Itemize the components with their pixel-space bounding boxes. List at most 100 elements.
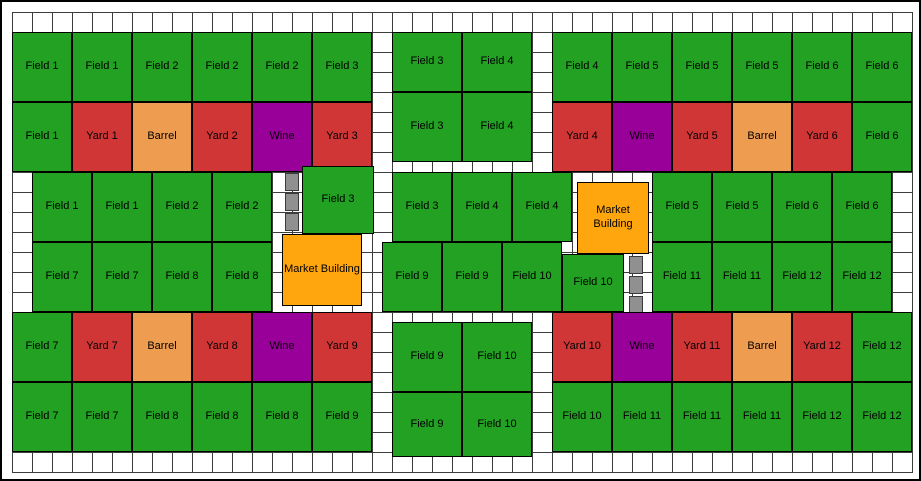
tile-field-8[interactable]: Field 8 — [252, 382, 312, 452]
tile-field-2[interactable]: Field 2 — [252, 32, 312, 102]
tile-field-11[interactable]: Field 11 — [672, 382, 732, 452]
tile-yard-1[interactable]: Yard 1 — [72, 102, 132, 172]
tile-market-building[interactable]: Market Building — [282, 234, 362, 306]
tile-field-10[interactable]: Field 10 — [462, 392, 532, 457]
tile-connector[interactable] — [285, 173, 299, 191]
tile-field-7[interactable]: Field 7 — [92, 242, 152, 312]
tile-wine[interactable]: Wine — [252, 102, 312, 172]
tile-label: Yard 8 — [206, 340, 238, 353]
tile-label: Wine — [269, 340, 295, 353]
tile-yard-4[interactable]: Yard 4 — [552, 102, 612, 172]
tile-barrel[interactable]: Barrel — [132, 102, 192, 172]
tile-field-12[interactable]: Field 12 — [832, 242, 892, 312]
tile-field-10[interactable]: Field 10 — [552, 382, 612, 452]
tile-yard-11[interactable]: Yard 11 — [672, 312, 732, 382]
tile-label: Yard 12 — [803, 340, 841, 353]
tile-label: Field 7 — [85, 410, 119, 423]
tile-barrel[interactable]: Barrel — [132, 312, 192, 382]
tile-field-5[interactable]: Field 5 — [732, 32, 792, 102]
tile-field-5[interactable]: Field 5 — [652, 172, 712, 242]
tile-field-4[interactable]: Field 4 — [512, 172, 572, 242]
tile-field-1[interactable]: Field 1 — [92, 172, 152, 242]
tile-field-10[interactable]: Field 10 — [502, 242, 562, 312]
tile-field-12[interactable]: Field 12 — [772, 242, 832, 312]
tile-connector[interactable] — [285, 193, 299, 211]
tile-yard-12[interactable]: Yard 12 — [792, 312, 852, 382]
tile-wine[interactable]: Wine — [612, 102, 672, 172]
tile-field-7[interactable]: Field 7 — [72, 382, 132, 452]
tile-field-4[interactable]: Field 4 — [462, 32, 532, 92]
tile-field-11[interactable]: Field 11 — [612, 382, 672, 452]
tile-yard-9[interactable]: Yard 9 — [312, 312, 372, 382]
tile-field-4[interactable]: Field 4 — [552, 32, 612, 102]
tile-wine[interactable]: Wine — [612, 312, 672, 382]
tile-yard-6[interactable]: Yard 6 — [792, 102, 852, 172]
tile-field-11[interactable]: Field 11 — [712, 242, 772, 312]
tile-field-10[interactable]: Field 10 — [562, 254, 624, 312]
tile-field-9[interactable]: Field 9 — [392, 392, 462, 457]
tile-field-1[interactable]: Field 1 — [12, 102, 72, 172]
tile-field-8[interactable]: Field 8 — [152, 242, 212, 312]
tile-field-8[interactable]: Field 8 — [212, 242, 272, 312]
tile-field-11[interactable]: Field 11 — [732, 382, 792, 452]
tile-label: Market Building — [284, 263, 360, 276]
tile-yard-7[interactable]: Yard 7 — [72, 312, 132, 382]
tile-field-2[interactable]: Field 2 — [132, 32, 192, 102]
tile-field-9[interactable]: Field 9 — [312, 382, 372, 452]
tile-connector[interactable] — [629, 256, 643, 274]
tile-barrel[interactable]: Barrel — [732, 312, 792, 382]
tile-field-9[interactable]: Field 9 — [382, 242, 442, 312]
tile-yard-10[interactable]: Yard 10 — [552, 312, 612, 382]
tile-field-4[interactable]: Field 4 — [462, 92, 532, 162]
tile-field-2[interactable]: Field 2 — [152, 172, 212, 242]
tile-field-2[interactable]: Field 2 — [212, 172, 272, 242]
tile-field-1[interactable]: Field 1 — [12, 32, 72, 102]
tile-field-3[interactable]: Field 3 — [392, 92, 462, 162]
tile-field-8[interactable]: Field 8 — [192, 382, 252, 452]
tile-yard-5[interactable]: Yard 5 — [672, 102, 732, 172]
tile-wine[interactable]: Wine — [252, 312, 312, 382]
tile-field-9[interactable]: Field 9 — [392, 322, 462, 392]
tile-field-6[interactable]: Field 6 — [852, 102, 912, 172]
tile-field-5[interactable]: Field 5 — [712, 172, 772, 242]
tile-connector[interactable] — [629, 276, 643, 294]
tile-field-9[interactable]: Field 9 — [442, 242, 502, 312]
tile-field-6[interactable]: Field 6 — [772, 172, 832, 242]
tile-field-7[interactable]: Field 7 — [32, 242, 92, 312]
tile-field-12[interactable]: Field 12 — [852, 312, 912, 382]
tile-field-8[interactable]: Field 8 — [132, 382, 192, 452]
tile-field-3[interactable]: Field 3 — [302, 166, 374, 234]
tile-field-1[interactable]: Field 1 — [32, 172, 92, 242]
tile-field-3[interactable]: Field 3 — [392, 32, 462, 92]
tile-field-1[interactable]: Field 1 — [72, 32, 132, 102]
tile-field-5[interactable]: Field 5 — [612, 32, 672, 102]
tile-field-6[interactable]: Field 6 — [852, 32, 912, 102]
tile-label: Field 9 — [455, 270, 489, 283]
tile-field-5[interactable]: Field 5 — [672, 32, 732, 102]
tile-label: Wine — [269, 130, 295, 143]
tile-field-10[interactable]: Field 10 — [462, 322, 532, 392]
tile-field-7[interactable]: Field 7 — [12, 312, 72, 382]
tile-field-12[interactable]: Field 12 — [852, 382, 912, 452]
tile-yard-2[interactable]: Yard 2 — [192, 102, 252, 172]
tile-yard-8[interactable]: Yard 8 — [192, 312, 252, 382]
tile-field-2[interactable]: Field 2 — [192, 32, 252, 102]
tile-field-12[interactable]: Field 12 — [792, 382, 852, 452]
tile-market-building[interactable]: Market Building — [577, 182, 649, 254]
tile-label: Yard 10 — [563, 340, 601, 353]
tile-connector[interactable] — [285, 213, 299, 231]
tile-field-3[interactable]: Field 3 — [392, 172, 452, 242]
tile-yard-3[interactable]: Yard 3 — [312, 102, 372, 172]
tile-label: Field 10 — [477, 350, 517, 363]
tile-field-6[interactable]: Field 6 — [832, 172, 892, 242]
tile-label: Field 2 — [265, 60, 299, 73]
tile-field-3[interactable]: Field 3 — [312, 32, 372, 102]
tile-label: Field 12 — [782, 270, 822, 283]
tile-field-11[interactable]: Field 11 — [652, 242, 712, 312]
tile-field-7[interactable]: Field 7 — [12, 382, 72, 452]
tile-field-4[interactable]: Field 4 — [452, 172, 512, 242]
tile-label: Field 10 — [477, 417, 517, 430]
tile-field-6[interactable]: Field 6 — [792, 32, 852, 102]
tile-barrel[interactable]: Barrel — [732, 102, 792, 172]
tile-label: Field 3 — [325, 60, 359, 73]
